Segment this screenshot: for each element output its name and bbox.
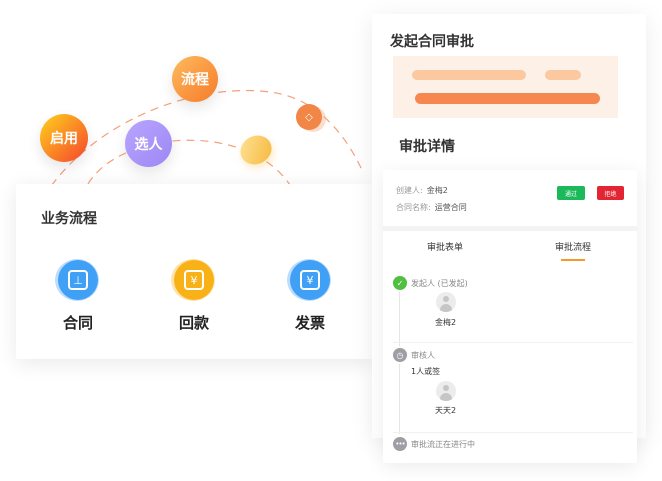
contract-name-value: 运营合同 xyxy=(434,203,467,212)
coin-icon xyxy=(235,130,277,170)
divider xyxy=(393,342,633,343)
avatar xyxy=(436,292,456,312)
launch-approval-title: 发起合同审批 xyxy=(390,34,474,50)
placeholder-bar xyxy=(415,93,600,104)
contract-name-label: 合同名称: xyxy=(396,203,431,212)
payment-yen-icon: ¥ xyxy=(171,259,215,301)
diamond-badge-icon: ◇ xyxy=(296,104,322,130)
reject-button[interactable]: 拒绝 xyxy=(597,186,624,200)
divider xyxy=(393,432,633,433)
contract-name-row: 合同名称:运营合同 xyxy=(396,202,467,213)
active-tab-indicator xyxy=(561,259,585,261)
approval-detail-card: 创建人:金梅2 合同名称:运营合同 通过 拒绝 审批表单 审批流程 ✓ 发起人 … xyxy=(383,170,637,463)
payment-item[interactable]: ¥ 回款 xyxy=(164,259,224,333)
clock-icon: ◷ xyxy=(393,348,407,362)
creator-value: 金梅2 xyxy=(426,186,448,195)
creator-label: 创建人: xyxy=(396,186,423,195)
more-icon: ••• xyxy=(393,437,407,451)
payment-label: 回款 xyxy=(178,314,209,332)
sign-rule: 1人或签 xyxy=(411,367,441,376)
avatar xyxy=(436,381,456,401)
step-initiator-label: 发起人 (已发起) xyxy=(411,279,468,288)
contract-item[interactable]: ⊥ 合同 xyxy=(48,259,108,333)
placeholder-bar xyxy=(412,70,526,80)
check-icon: ✓ xyxy=(393,276,407,290)
contract-stamp-icon: ⊥ xyxy=(55,259,99,301)
invoice-ticket-icon: ¥ xyxy=(287,259,331,301)
step-reviewer-label: 审核人 xyxy=(411,351,435,360)
approval-detail-title: 审批详情 xyxy=(399,139,455,155)
select-person-bubble-label: 选人 xyxy=(134,136,163,153)
contract-label: 合同 xyxy=(62,314,93,332)
invoice-item[interactable]: ¥ 发票 xyxy=(280,259,340,333)
business-flow-title: 业务流程 xyxy=(41,211,97,227)
flow-status-text: 审批流正在进行中 xyxy=(411,440,475,449)
tab-approval-flow[interactable]: 审批流程 xyxy=(555,243,592,253)
enable-bubble: 启用 xyxy=(40,114,88,162)
timeline-line xyxy=(399,364,400,434)
select-person-bubble: 选人 xyxy=(125,120,172,167)
contract-info: 创建人:金梅2 合同名称:运营合同 通过 拒绝 xyxy=(383,170,637,226)
approval-form-placeholder xyxy=(393,56,618,118)
process-bubble: 流程 xyxy=(172,56,218,102)
creator-row: 创建人:金梅2 xyxy=(396,185,448,196)
initiator-name: 金梅2 xyxy=(435,318,457,327)
timeline-line xyxy=(399,292,400,346)
invoice-label: 发票 xyxy=(294,314,325,332)
process-bubble-label: 流程 xyxy=(181,72,209,88)
tab-approval-form[interactable]: 审批表单 xyxy=(427,243,464,253)
pass-button[interactable]: 通过 xyxy=(557,186,585,200)
enable-bubble-label: 启用 xyxy=(50,131,78,147)
reviewer-name: 天天2 xyxy=(435,406,457,415)
business-flow-card: 业务流程 ⊥ 合同 ¥ 回款 ¥ 发票 xyxy=(16,184,374,359)
placeholder-bar xyxy=(545,70,581,80)
divider xyxy=(383,226,637,231)
